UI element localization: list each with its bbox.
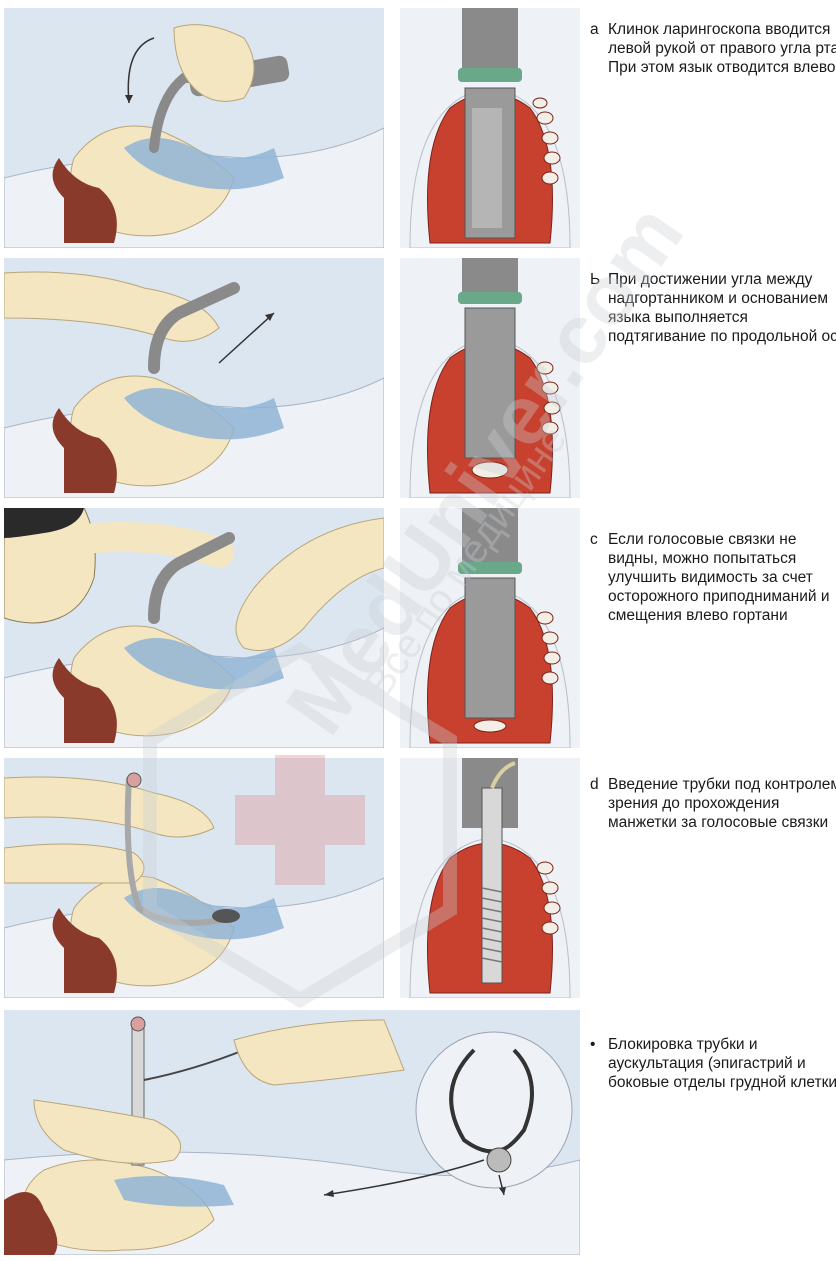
illustration-step-e-auscultation [4, 1010, 580, 1255]
illustration-step-c-laryngoscope-view [400, 508, 580, 748]
step-c-marker: с [590, 530, 608, 549]
step-a-text: Клинок ларингоскопа вводится левой рукой… [608, 21, 836, 76]
illustration-step-c-side-view [4, 508, 384, 748]
step-d-text: Введение трубки под контролем зрения до … [608, 776, 836, 831]
step-a-marker: a [590, 20, 608, 39]
step-e-caption: •Блокировка трубки и аускультация (эпига… [590, 1035, 836, 1092]
step-d-marker: d [590, 775, 608, 794]
step-b-text: При достижении угла между надгортанником… [608, 271, 836, 345]
illustration-step-b-side-view [4, 258, 384, 498]
illustration-step-a-laryngoscope-view [400, 8, 580, 248]
step-b-marker: Ь [590, 270, 608, 289]
illustration-step-d-laryngoscope-view [400, 758, 580, 998]
illustration-step-a-side-view [4, 8, 384, 248]
illustration-step-b-laryngoscope-view [400, 258, 580, 498]
illustration-step-d-side-view [4, 758, 384, 998]
step-e-text: Блокировка трубки и аускультация (эпигас… [608, 1036, 836, 1091]
step-e-marker: • [590, 1035, 608, 1054]
step-c-text: Если голосовые связки не видны, можно по… [608, 531, 830, 624]
